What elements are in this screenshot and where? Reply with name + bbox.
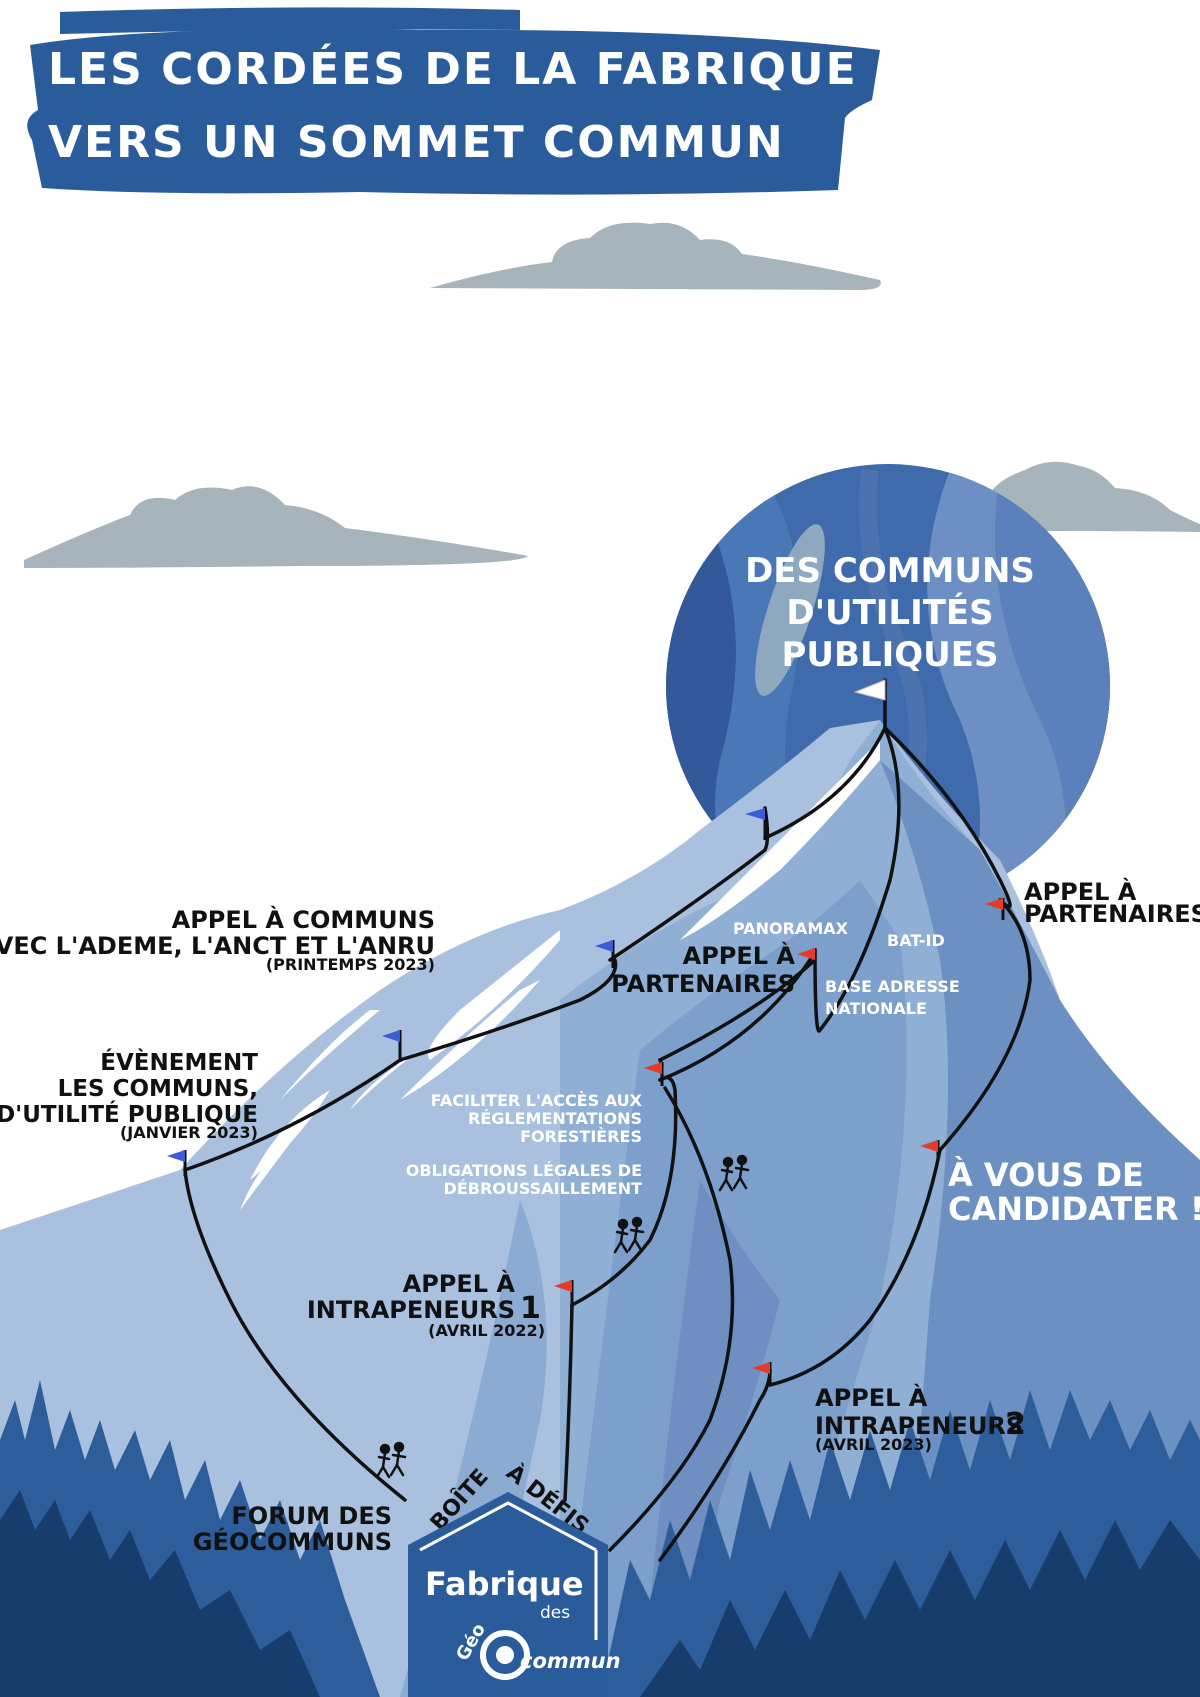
svg-text:(AVRIL 2022): (AVRIL 2022) [428,1321,545,1340]
climber-icon [613,1216,645,1254]
label-appel-communs: APPEL À COMMUNS AVEC L'ADEME, L'ANCT ET … [0,905,435,974]
svg-text:APPEL À: APPEL À [815,1383,928,1412]
flag-red-foret [644,1062,662,1074]
svg-text:ÉVÈNEMENT: ÉVÈNEMENT [100,1048,258,1076]
svg-text:(PRINTEMPS 2023): (PRINTEMPS 2023) [266,955,435,974]
svg-text:INTRAPENEURS: INTRAPENEURS [307,1296,515,1324]
logo-ring-icon [480,1630,530,1680]
project-debrou-2: DÉBROUSSAILLEMENT [444,1179,643,1198]
label-forum: FORUM DES GÉOCOMMUNS [193,1502,392,1556]
label-partenaires-right: APPEL À PARTENAIRES [1024,877,1200,928]
svg-text:APPEL À: APPEL À [403,1269,516,1298]
svg-text:INTRAPENEURS: INTRAPENEURS [815,1412,1023,1440]
fabrique-logo: Fabrique des Géo commun [408,1492,621,1697]
flag-red-candidater [920,1140,938,1152]
svg-text:GÉOCOMMUNS: GÉOCOMMUNS [193,1527,392,1556]
project-foret-1: FACILITER L'ACCÈS AUX [431,1091,643,1110]
label-partenaires-center: APPEL À PARTENAIRES [611,941,795,998]
forest-front [0,1490,1200,1697]
label-candidater: À VOUS DE CANDIDATER ! [948,1156,1200,1228]
climber-icon [718,1154,750,1192]
flag-blue-1 [745,808,765,820]
summit-line-2: D'UTILITÉS [786,592,993,633]
svg-text:PARTENAIRES: PARTENAIRES [1024,900,1200,928]
svg-text:APPEL À: APPEL À [683,941,796,970]
title-line-1: LES CORDÉES DE LA FABRIQUE [48,42,858,95]
svg-text:FORUM DES: FORUM DES [231,1502,392,1530]
summit-line-1: DES COMMUNS [745,551,1035,591]
cloud-top [430,222,881,290]
label-intrapreneurs-1: APPEL À INTRAPENEURS 1 (AVRIL 2022) [307,1269,545,1340]
flag-blue-2 [595,940,613,952]
project-ban-2: NATIONALE [825,999,927,1018]
label-intrapreneurs-2: APPEL À INTRAPENEURS 2 (AVRIL 2023) [815,1383,1026,1454]
title-line-2: VERS UN SOMMET COMMUN [48,117,785,168]
label-evenement: ÉVÈNEMENT LES COMMUNS, D'UTILITÉ PUBLIQU… [0,1048,258,1142]
flag-red-intra2 [752,1362,770,1374]
svg-text:1: 1 [520,1291,541,1326]
logo-fabrique: Fabrique [425,1565,584,1603]
project-ban-1: BASE ADRESSE [825,977,960,996]
title-banner: LES CORDÉES DE LA FABRIQUE VERS UN SOMME… [27,7,880,195]
flag-red-partenaires-right [985,898,1003,910]
flag-red-partenaires-center [797,948,815,960]
flag-summit-white [853,679,886,701]
flag-blue-4 [167,1150,185,1162]
svg-text:À VOUS DE: À VOUS DE [948,1156,1144,1194]
svg-text:LES COMMUNS,: LES COMMUNS, [58,1076,258,1102]
svg-text:APPEL À: APPEL À [1024,877,1137,906]
logo-commun: commun [520,1649,621,1673]
svg-text:AVEC L'ADEME, L'ANCT ET L'ANRU: AVEC L'ADEME, L'ANCT ET L'ANRU [0,932,435,960]
flag-blue-3 [382,1030,400,1042]
flag-red-intra1 [554,1280,572,1292]
svg-text:(AVRIL 2023): (AVRIL 2023) [815,1435,932,1454]
svg-text:APPEL À COMMUNS: APPEL À COMMUNS [172,905,435,934]
summit-line-3: PUBLIQUES [782,635,999,675]
project-foret-3: FORESTIÈRES [520,1127,642,1146]
svg-text:CANDIDATER !: CANDIDATER ! [948,1190,1200,1228]
climber-icon [375,1441,407,1479]
project-panoramax: PANORAMAX [733,919,849,938]
rope-paths [183,678,1032,1562]
project-labels: PANORAMAX BAT-ID BASE ADRESSE NATIONALE … [406,919,960,1198]
svg-text:PARTENAIRES: PARTENAIRES [611,970,795,998]
svg-text:(JANVIER 2023): (JANVIER 2023) [120,1123,258,1142]
cloud-left [24,486,528,568]
project-debrou-1: OBLIGATIONS LÉGALES DE [406,1161,642,1180]
svg-text:D'UTILITÉ PUBLIQUE: D'UTILITÉ PUBLIQUE [0,1100,258,1128]
svg-text:2: 2 [1005,1407,1026,1442]
project-batid: BAT-ID [887,931,945,950]
project-foret-2: RÉGLEMENTATIONS [468,1109,642,1128]
logo-des: des [540,1603,570,1623]
